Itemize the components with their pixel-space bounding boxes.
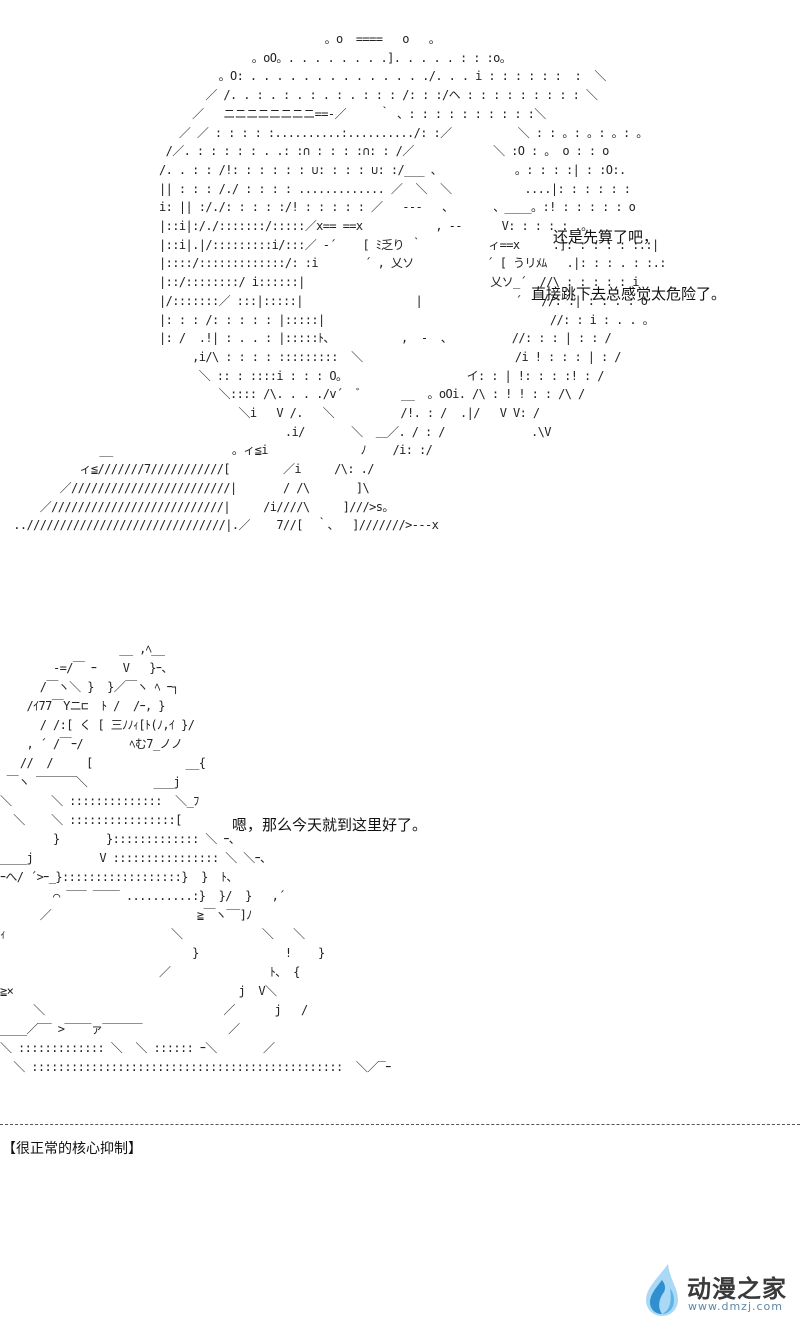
dialogue-line-1: 还是先算了吧， [553, 228, 659, 246]
dialogue-line-2: 直接跳下去总感觉太危险了。 [531, 285, 727, 303]
dialogue-line-3: 嗯，那么今天就到这里好了。 [232, 816, 428, 834]
site-logo[interactable]: 动漫之家 www.dmzj.com [640, 1262, 790, 1318]
logo-url: www.dmzj.com [688, 1300, 783, 1313]
dashed-separator [0, 1124, 800, 1125]
ascii-art-character-top: 。o ==== o 。 。oO。. . . . . . . .]. . . . … [13, 32, 666, 533]
ascii-art-character-bottom: __ ,ﾍ__ -=/￣ ｰ V }ｰ、 /￣ヽ＼ } }／￣ヽ ﾍ ｰ┐ /ｲ… [0, 642, 391, 1074]
logo-title: 动漫之家 [687, 1275, 787, 1303]
caption-title: 【很正常的核心抑制】 [2, 1141, 142, 1157]
water-drop-icon [646, 1264, 678, 1316]
